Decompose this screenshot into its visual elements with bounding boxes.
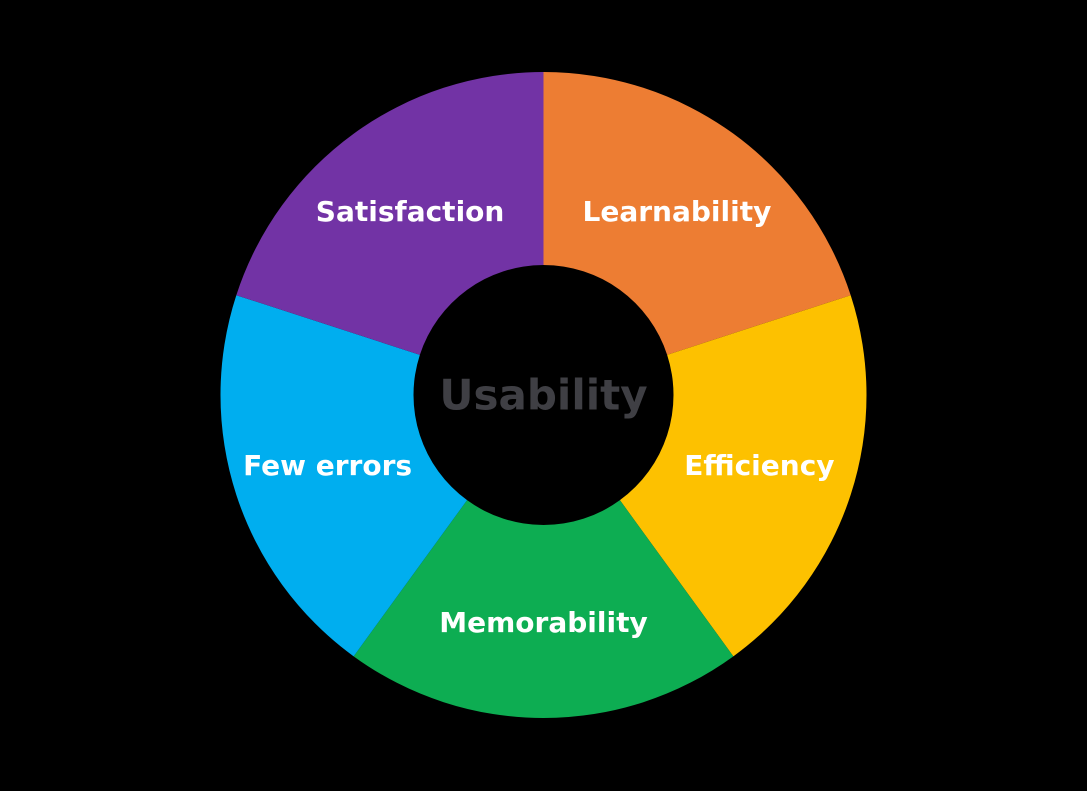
slice-efficiency — [619, 295, 867, 657]
slice-label-learnability: Learnability — [583, 195, 772, 228]
slice-few-errors — [220, 295, 468, 657]
donut-slices — [220, 72, 867, 719]
slice-satisfaction — [236, 72, 544, 355]
slice-label-satisfaction: Satisfaction — [316, 195, 505, 228]
slice-label-few-errors: Few errors — [243, 449, 412, 482]
slice-label-memorability: Memorability — [439, 606, 647, 639]
slice-learnability — [543, 72, 851, 355]
slice-memorability — [353, 500, 734, 719]
slice-label-efficiency: Efficiency — [684, 449, 834, 482]
donut-center-label: Usability — [439, 371, 647, 420]
